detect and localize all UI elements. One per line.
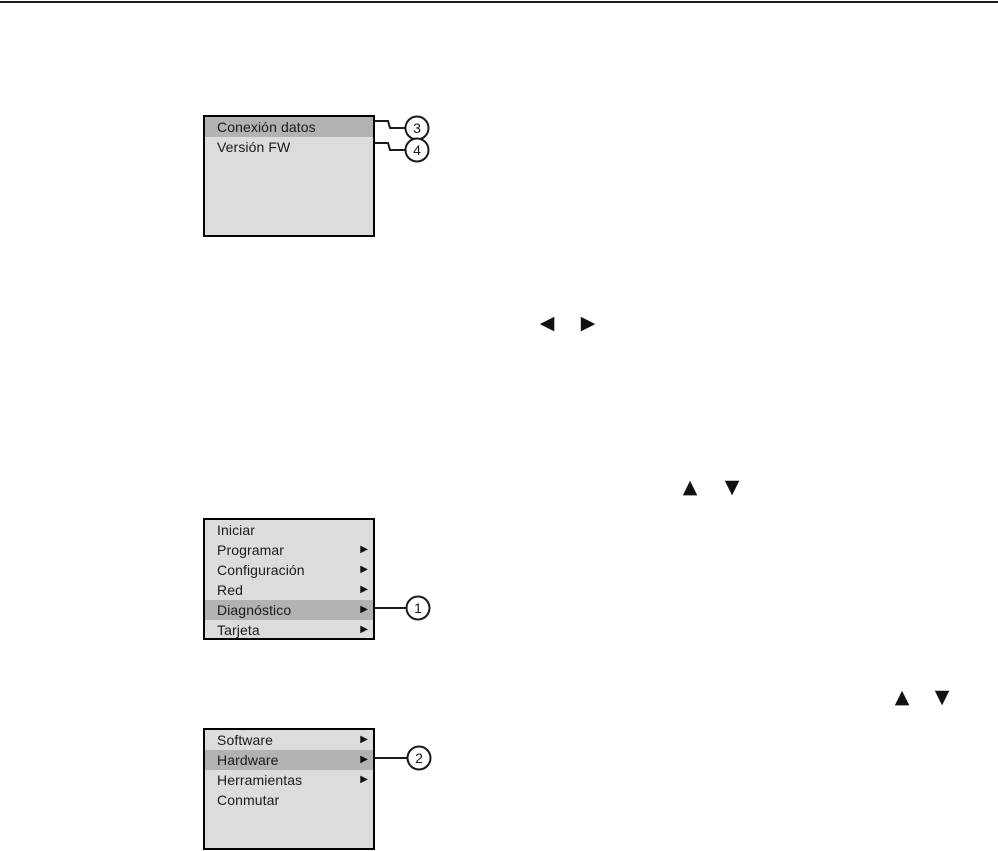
submenu-right-arrow-icon: ▶: [360, 544, 368, 555]
menu-item-label: Diagnóstico: [217, 602, 292, 618]
callout-circle: [404, 115, 430, 141]
submenu-right-arrow-icon: ▶: [360, 584, 368, 595]
down-arrow-icon: ▼: [934, 686, 950, 708]
submenu-right-arrow-icon: ▶: [360, 564, 368, 575]
submenu-right-arrow-icon: ▶: [360, 774, 368, 785]
page-top-rule: [0, 1, 998, 3]
menu-item-label: Conexión datos: [217, 119, 316, 135]
menu-item-label: Conmutar: [217, 792, 280, 808]
menu-item-label: Configuración: [217, 562, 305, 578]
submenu-right-arrow-icon: ▶: [360, 604, 368, 615]
menu-item-label: Herramientas: [217, 772, 303, 788]
submenu-right-arrow-icon: ▶: [360, 624, 368, 635]
menu-item-label: Red: [217, 582, 243, 598]
right-arrow-icon: ▶: [580, 312, 596, 334]
lcd-screen-diagnostic-menu: Software ▶ Hardware ▶ Herramientas ▶ Conmutar: [203, 728, 375, 850]
callout-number: 3: [413, 120, 421, 136]
menu-item-version-fw: Versión FW: [205, 137, 373, 157]
callout-circle: [406, 745, 432, 771]
menu-item-label: Versión FW: [217, 139, 291, 155]
menu-item-hardware: Hardware ▶: [205, 750, 373, 770]
callout-number: 4: [413, 142, 421, 158]
submenu-right-arrow-icon: ▶: [360, 734, 368, 745]
menu-item-label: Programar: [217, 542, 285, 558]
menu-item-label: Iniciar: [217, 522, 256, 538]
menu-item-label: Hardware: [217, 752, 279, 768]
up-arrow-icon: ▲: [894, 686, 910, 708]
up-arrow-icon: ▲: [682, 476, 698, 498]
callout-3: 3: [375, 115, 430, 141]
left-arrow-icon: ◀: [539, 312, 555, 334]
callout-4: 4: [375, 137, 430, 163]
callout-circle: [404, 137, 430, 163]
menu-item-herramientas: Herramientas ▶: [205, 770, 373, 790]
menu-item-tarjeta: Tarjeta ▶: [205, 620, 373, 640]
down-arrow-icon: ▼: [724, 476, 740, 498]
menu-item-software: Software ▶: [205, 730, 373, 750]
menu-item-conmutar: Conmutar: [205, 790, 373, 810]
submenu-right-arrow-icon: ▶: [360, 754, 368, 765]
menu-item-label: Software: [217, 732, 274, 748]
menu-item-configuracion: Configuración ▶: [205, 560, 373, 580]
callout-number: 2: [415, 750, 423, 766]
menu-item-red: Red ▶: [205, 580, 373, 600]
callout-2: 2: [375, 745, 432, 771]
menu-item-conexion-datos: Conexión datos: [205, 117, 373, 137]
callout-circle: [405, 595, 431, 621]
menu-item-programar: Programar ▶: [205, 540, 373, 560]
menu-item-iniciar: Iniciar: [205, 520, 373, 540]
callout-number: 1: [414, 600, 422, 616]
menu-item-label: Tarjeta: [217, 622, 260, 638]
callout-1: 1: [375, 595, 431, 621]
menu-item-diagnostico: Diagnóstico ▶: [205, 600, 373, 620]
